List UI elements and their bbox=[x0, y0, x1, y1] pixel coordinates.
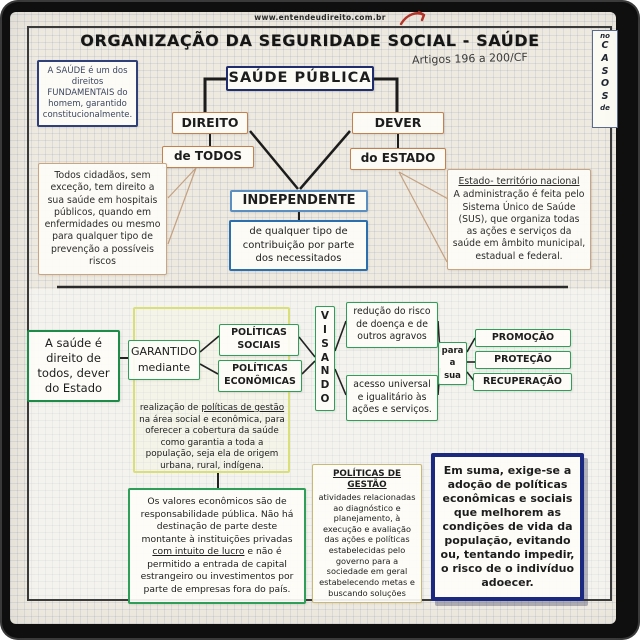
state-note-title: Estado- território nacional bbox=[458, 176, 580, 187]
citizens-note: Todos cidadãos, sem exceção, tem direito… bbox=[38, 163, 167, 276]
politicas-gestao-note: POLÍTICAS DE GESTÃO atividades relaciona… bbox=[312, 464, 422, 604]
politicas-economicas-box: POLÍTICAS ECONÔMICAS bbox=[218, 360, 302, 392]
gestao-note-pre: realização de bbox=[139, 403, 202, 413]
politicas-sociais-box: POLÍTICAS SOCIAIS bbox=[219, 324, 299, 356]
para-a-sua-box: para a sua bbox=[438, 342, 467, 385]
side-tab-casos: no CASOS de bbox=[592, 30, 618, 128]
recuperacao-box: RECUPERAÇÃO bbox=[473, 373, 572, 391]
saude-publica-box: SAÚDE PÚBLICA bbox=[226, 66, 374, 91]
independente-detail-box: de qualquer tipo de contribuição por par… bbox=[229, 220, 368, 271]
watermark: www.entendeudireito.com.br bbox=[254, 13, 386, 22]
summary-box: Em suma, exige-se a adoção de políticas … bbox=[431, 453, 584, 601]
valores-pre: Os valores econômicos são de responsabil… bbox=[140, 496, 294, 545]
state-note-body: A administração é feita pelo Sistema Úni… bbox=[452, 189, 586, 262]
gestao-note-post: na área social e econômica, para oferece… bbox=[139, 414, 285, 472]
protecao-box: PROTEÇÃO bbox=[475, 351, 571, 369]
politicas-gestao-title: POLÍTICAS DE GESTÃO bbox=[332, 469, 402, 491]
page-title: ORGANIZAÇÃO DA SEGURIDADE SOCIAL - SAÚDE bbox=[80, 31, 540, 50]
direito-box: DIREITO bbox=[172, 112, 248, 134]
promocao-box: PROMOÇÃO bbox=[475, 329, 571, 347]
valores-underline: com intuito de lucro bbox=[152, 546, 245, 558]
side-tab-label: CASOS bbox=[600, 40, 610, 103]
valores-economicos-note: Os valores econômicos são de responsabil… bbox=[128, 488, 306, 605]
red-pen-mark bbox=[399, 10, 426, 26]
gestao-note-underline: políticas de gestão bbox=[201, 403, 285, 413]
acesso-universal-box: acesso universal e igualitário às ações … bbox=[346, 375, 438, 421]
garantido-box: GARANTIDO mediante bbox=[128, 340, 200, 380]
do-estado-box: do ESTADO bbox=[350, 148, 446, 170]
visando-box: VISANDO bbox=[315, 306, 335, 412]
reducao-risco-box: redução do risco de doença e de outros a… bbox=[346, 302, 438, 348]
side-tab-bottom: de bbox=[600, 104, 610, 113]
visando-label: VISANDO bbox=[320, 310, 330, 406]
valores-post: e não é permitido a entrada de capital e… bbox=[140, 546, 294, 595]
principle-box: A saúde é direito de todos, dever do Est… bbox=[27, 330, 120, 402]
dever-box: DEVER bbox=[352, 112, 444, 134]
fundamental-rights-note: A SAÚDE é um dos direitos FUNDAMENTAIS d… bbox=[37, 60, 138, 128]
politicas-gestao-body: atividades relacionadas ao diagnóstico e… bbox=[318, 491, 416, 598]
side-tab-top: no bbox=[600, 32, 610, 40]
state-territory-note: Estado- território nacional A administra… bbox=[447, 169, 591, 270]
de-todos-box: de TODOS bbox=[162, 146, 254, 168]
independente-box: INDEPENDENTE bbox=[230, 190, 368, 212]
gestao-note: realização de políticas de gestão na áre… bbox=[139, 403, 285, 473]
